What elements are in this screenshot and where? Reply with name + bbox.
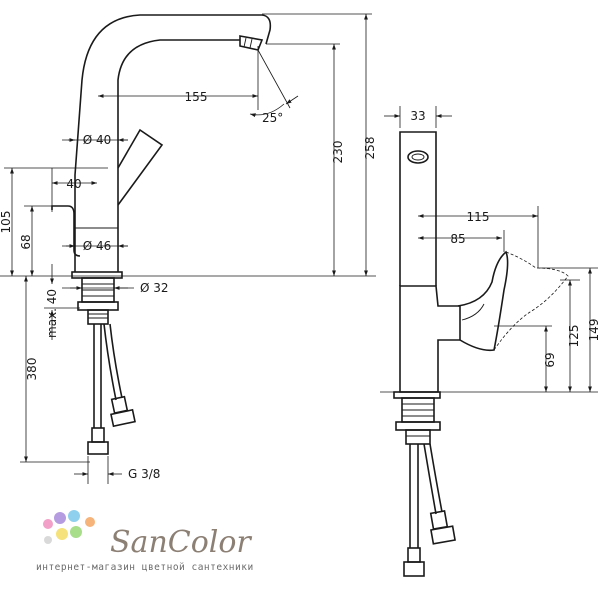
dim-149-label: 149: [587, 319, 600, 342]
logo-dot: [68, 510, 80, 522]
dimension-380: 380: [20, 276, 90, 463]
dimension-125: 125: [560, 279, 581, 392]
dim-125-label: 125: [567, 325, 581, 348]
dim-380-label: 380: [25, 358, 39, 381]
logo-dot: [54, 512, 66, 524]
dim-85-label: 85: [450, 232, 465, 246]
dimension-25-deg: 25°: [249, 49, 299, 125]
dimension-155: 155: [98, 46, 259, 110]
dim-115-label: 115: [467, 210, 490, 224]
dim-25-label: 25°: [262, 111, 283, 125]
front-view: 258 230 155 25° Ø 40: [0, 13, 377, 484]
dimension-85: 85: [418, 230, 505, 252]
dimension-dia-46: Ø 46: [62, 239, 128, 253]
dim-155-label: 155: [185, 90, 208, 104]
dim-40-label: 40: [66, 177, 81, 191]
front-mounting-stem: [77, 277, 136, 455]
dimension-40: 40: [51, 168, 97, 212]
dim-258-label: 258: [363, 137, 377, 160]
dimension-max-40: max. 40: [44, 264, 80, 340]
dim-69-label: 69: [543, 352, 557, 367]
dim-dia-32-label: Ø 32: [140, 281, 169, 295]
dimension-149: 149: [540, 267, 600, 392]
front-faucet-body: [51, 14, 272, 279]
dim-230-label: 230: [331, 141, 345, 164]
dimension-dia-40: Ø 40: [62, 133, 128, 147]
dimension-33: 33: [384, 106, 452, 128]
logo-dot: [56, 528, 68, 540]
dimension-258: 258: [262, 13, 377, 276]
dimension-dia-32: Ø 32: [62, 281, 169, 295]
logo-dots: [43, 510, 95, 544]
dim-33-label: 33: [410, 109, 425, 123]
dimension-105: 105: [0, 167, 108, 276]
side-view: 33 115 85 149 125 69: [380, 106, 600, 577]
dim-dia-40-label: Ø 40: [83, 133, 112, 147]
dim-dia-46-label: Ø 46: [83, 239, 112, 253]
dimension-230: 230: [266, 43, 345, 276]
logo-dot: [44, 536, 52, 544]
dim-g38-label: G 3/8: [128, 467, 160, 481]
logo-dot: [43, 519, 53, 529]
logo-wordmark: SanColor: [110, 525, 252, 560]
logo-dot: [70, 526, 82, 538]
logo-tagline: интернет-магазин цветной сантехники: [36, 562, 254, 573]
side-faucet-body: [393, 131, 569, 577]
dim-max-40-label: max. 40: [45, 289, 59, 338]
dim-105-label: 105: [0, 211, 13, 234]
sancolor-logo: SanColor интернет-магазин цветной сантех…: [36, 510, 254, 573]
dim-68-label: 68: [19, 234, 33, 249]
dimension-g38: G 3/8: [74, 456, 160, 484]
dimension-115: 115: [418, 206, 539, 268]
dimension-68: 68: [19, 205, 52, 276]
logo-dot: [85, 517, 95, 527]
dimension-69: 69: [494, 325, 557, 392]
